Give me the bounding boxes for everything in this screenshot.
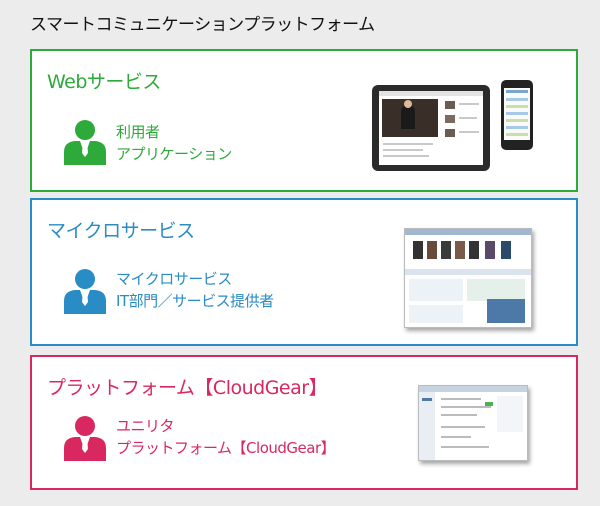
web-service-panel: Webサービス 利用者 アプリケーション xyxy=(30,49,578,192)
phone-screen xyxy=(504,88,530,140)
role-line-it-department: IT部門／サービス提供者 xyxy=(116,292,274,310)
web-service-role: 利用者 アプリケーション xyxy=(116,121,232,165)
web-service-title: Webサービス xyxy=(47,71,161,93)
user-icon xyxy=(64,120,106,165)
micro-service-role: マイクロサービス IT部門／サービス提供者 xyxy=(116,268,274,312)
role-line-micro-service: マイクロサービス xyxy=(116,270,232,288)
user-icon xyxy=(64,269,106,314)
platform-screenshot xyxy=(418,385,528,461)
role-line-unirita: ユニリタ xyxy=(116,417,175,435)
tablet-screen xyxy=(379,91,483,165)
page-title: スマートコミュニケーションプラットフォーム xyxy=(30,15,375,35)
phone-mockup xyxy=(501,80,533,150)
user-icon xyxy=(64,416,106,461)
micro-service-panel: マイクロサービス マイクロサービス IT部門／サービス提供者 xyxy=(30,198,578,346)
platform-panel: プラットフォーム【CloudGear】 ユニリタ プラットフォーム【CloudG… xyxy=(30,355,578,490)
speaker-image xyxy=(401,105,415,129)
tablet-mockup xyxy=(372,85,490,171)
role-line-user: 利用者 xyxy=(116,123,160,141)
platform-title: プラットフォーム【CloudGear】 xyxy=(47,377,328,399)
role-line-cloudgear: プラットフォーム【CloudGear】 xyxy=(116,439,336,457)
role-line-application: アプリケーション xyxy=(116,145,232,163)
platform-role: ユニリタ プラットフォーム【CloudGear】 xyxy=(116,415,336,459)
micro-service-screenshot xyxy=(404,228,532,328)
micro-service-title: マイクロサービス xyxy=(47,220,195,242)
